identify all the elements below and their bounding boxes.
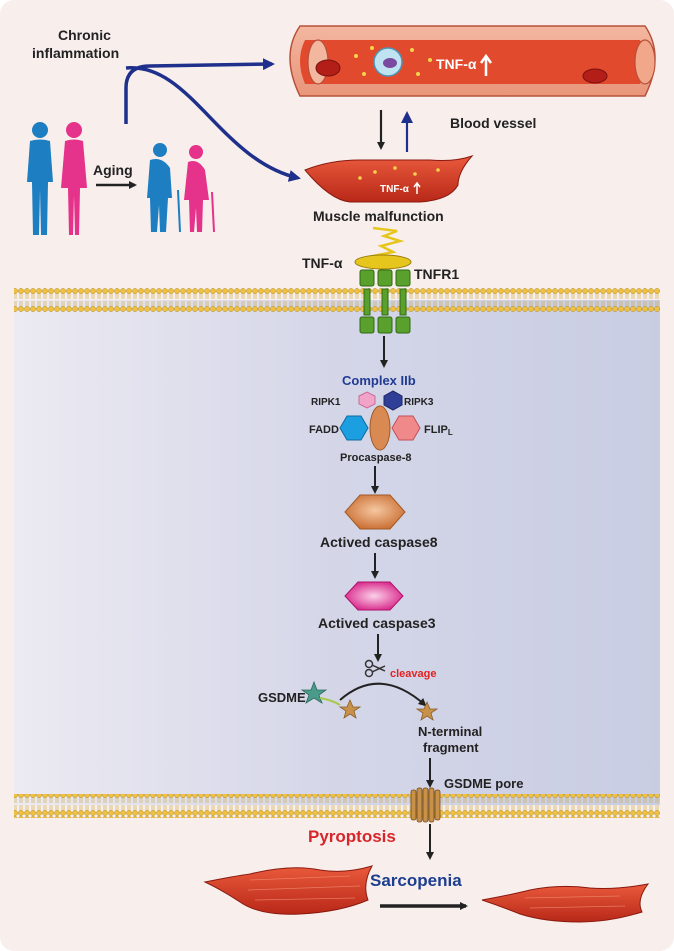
scissors-icon (364, 659, 386, 678)
healthy-muscle-icon (203, 865, 374, 915)
red-blood-cell (582, 68, 608, 84)
blood-vessel-label: Blood vessel (450, 115, 536, 131)
gsdme-linker (319, 697, 341, 706)
blood-vessel: TNF-α (289, 25, 656, 97)
inflammation-to-muscle-arrow (125, 66, 301, 182)
plasma-membrane-top (14, 288, 660, 312)
atrophied-muscle-icon (481, 883, 650, 923)
n-terminal-label-line1: N-terminal (418, 724, 482, 739)
vessel-tnf-label: TNF-α (436, 56, 477, 72)
tnfr1-label: TNFR1 (414, 266, 459, 282)
fadd-label: FADD (309, 424, 339, 436)
fadd-protein (339, 415, 369, 441)
ripk3-protein (383, 390, 403, 411)
complex-iib-label: Complex IIb (342, 373, 416, 388)
n-terminal-label-line2: fragment (423, 740, 479, 755)
ripk3-label: RIPK3 (404, 397, 434, 408)
muscle-tnf-label: TNF-α (380, 184, 410, 195)
muscle-malfunction-label: Muscle malfunction (313, 208, 444, 224)
procaspase8-label: Procaspase-8 (340, 452, 412, 464)
procaspase8-protein (369, 405, 391, 451)
gsdme-n-terminal (338, 698, 362, 719)
actived-caspase8-label: Actived caspase8 (320, 534, 438, 550)
gsdme-pore (410, 787, 441, 823)
red-blood-cell (315, 59, 341, 77)
caspase8-protein (344, 494, 406, 530)
caspase3-protein (344, 581, 404, 611)
tnf-alpha-label: TNF-α (302, 255, 343, 271)
aging-label: Aging (93, 162, 133, 178)
tnfr1-receptor (359, 269, 411, 334)
signal-lightning-icon (372, 226, 405, 258)
n-terminal-fragment (415, 700, 439, 721)
actived-caspase3-label: Actived caspase3 (318, 615, 436, 631)
young-female-icon (61, 122, 87, 235)
increase-arrow-icon (479, 53, 493, 76)
gsdme-label: GSDME (258, 690, 306, 705)
plasma-membrane-bottom (14, 794, 660, 818)
ripk1-protein (358, 391, 376, 409)
chronic-label-line1: Chronic (58, 27, 111, 43)
flip-protein (391, 415, 421, 441)
immune-cell-icon (373, 47, 403, 77)
cleavage-arrow (339, 682, 427, 707)
young-male-icon (27, 122, 53, 235)
increase-arrow-icon (413, 181, 421, 194)
cleavage-label: cleavage (390, 668, 436, 680)
elderly-female-icon (184, 145, 215, 233)
muscle-cell (304, 154, 474, 203)
inflammation-to-vessel-arrow (124, 58, 275, 124)
pyroptosis-label: Pyroptosis (308, 827, 396, 846)
sarcopenia-label: Sarcopenia (370, 871, 462, 890)
cell-interior (14, 300, 660, 805)
ripk1-label: RIPK1 (311, 397, 341, 408)
flip-label: FLIPL (424, 424, 453, 437)
gsdme-c-terminal (300, 680, 328, 704)
gsdme-pore-label: GSDME pore (444, 776, 523, 791)
chronic-label-line2: inflammation (32, 45, 119, 61)
elderly-male-icon (147, 143, 181, 233)
tnf-alpha-ligand (354, 254, 412, 270)
